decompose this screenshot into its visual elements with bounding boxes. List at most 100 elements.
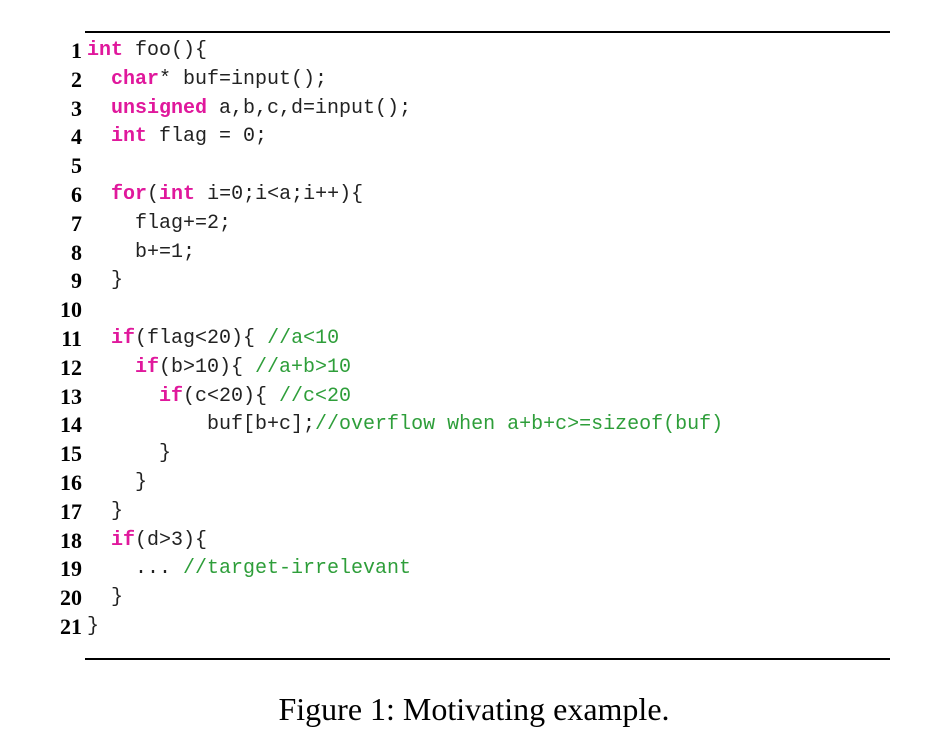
- line-number: 19: [60, 556, 82, 582]
- code-line: 20 }: [0, 584, 948, 613]
- code-token: [87, 356, 135, 379]
- code-token: [87, 529, 111, 552]
- figure-caption: Figure 1: Motivating example.: [278, 691, 670, 727]
- code-text: }: [87, 500, 123, 524]
- line-number: 8: [71, 239, 82, 265]
- code-line: 5: [0, 152, 948, 181]
- code-text: for(int i=0;i<a;i++){: [87, 183, 363, 207]
- code-keyword: if: [135, 355, 160, 379]
- code-token: (flag<20){: [135, 327, 268, 350]
- code-line: 4 int flag = 0;: [0, 123, 948, 152]
- code-keyword: char: [111, 67, 160, 91]
- top-rule: [85, 31, 890, 33]
- code-token: i=0;i<a;i++){: [195, 183, 364, 206]
- code-token: (d>3){: [135, 528, 208, 552]
- code-text: }: [87, 586, 123, 610]
- line-number: 11: [61, 326, 82, 351]
- code-text: }: [87, 269, 123, 293]
- code-line: 19 ... //target-irrelevant: [0, 555, 948, 584]
- line-number: 6: [71, 182, 82, 207]
- code-line: 18 if(d>3){: [0, 527, 948, 556]
- code-text: if(flag<20){ //a<10: [87, 327, 339, 351]
- line-number: 7: [71, 210, 82, 236]
- code-line: 17 }: [0, 498, 948, 527]
- code-line: 9 }: [0, 267, 948, 296]
- code-token: [87, 327, 111, 350]
- code-keyword: int: [87, 39, 124, 62]
- line-number: 3: [71, 95, 82, 121]
- code-text: }: [87, 615, 99, 639]
- line-number: 2: [71, 66, 82, 92]
- code-token: a,b,c,d=input();: [207, 96, 412, 120]
- code-line: 13 if(c<20){ //c<20: [0, 383, 948, 412]
- code-line: 15 }: [0, 440, 948, 469]
- code-line: 8 b+=1;: [0, 239, 948, 268]
- code-text: if(d>3){: [87, 529, 207, 553]
- code-keyword: if: [111, 327, 136, 350]
- code-token: (: [147, 183, 160, 206]
- code-comment: //a<10: [267, 327, 340, 350]
- line-number: 1: [71, 38, 82, 63]
- line-number: 4: [71, 124, 82, 150]
- line-number: 16: [60, 470, 82, 495]
- code-line: 6 for(int i=0;i<a;i++){: [0, 181, 948, 210]
- code-comment: //c<20: [279, 384, 352, 408]
- line-number: 17: [60, 498, 82, 524]
- code-token: [87, 97, 111, 120]
- code-token: b+=1;: [87, 240, 196, 264]
- code-text: }: [87, 471, 147, 495]
- code-line: 10: [0, 296, 948, 325]
- line-number: 5: [71, 153, 82, 179]
- code-line: 14 buf[b+c];//overflow when a+b+c>=sizeo…: [0, 411, 948, 440]
- code-token: [87, 125, 111, 148]
- code-line: 7 flag+=2;: [0, 210, 948, 239]
- line-number: 15: [60, 441, 82, 467]
- line-number: 9: [71, 268, 82, 294]
- code-token: }: [87, 586, 124, 610]
- code-keyword: for: [111, 183, 148, 206]
- code-line: 11 if(flag<20){ //a<10: [0, 325, 948, 354]
- code-token: [87, 183, 111, 206]
- line-number: 10: [60, 297, 82, 323]
- code-token: }: [87, 499, 124, 523]
- code-token: * buf=input();: [159, 67, 328, 91]
- code-token: }: [87, 615, 100, 638]
- line-number: 18: [60, 527, 82, 553]
- code-line: 2 char* buf=input();: [0, 66, 948, 95]
- code-text: buf[b+c];//overflow when a+b+c>=sizeof(b…: [87, 413, 723, 437]
- code-keyword: if: [111, 528, 136, 552]
- code-comment: //target-irrelevant: [183, 557, 412, 581]
- code-keyword: if: [159, 384, 184, 408]
- line-number: 13: [60, 383, 82, 409]
- code-token: }: [87, 471, 148, 494]
- code-token: ...: [87, 557, 184, 581]
- code-keyword: int: [111, 125, 148, 149]
- line-number: 12: [60, 354, 82, 380]
- code-text: }: [87, 442, 171, 466]
- code-text: if(c<20){ //c<20: [87, 385, 351, 409]
- code-text: int foo(){: [87, 39, 207, 63]
- code-token: flag = 0;: [147, 125, 268, 149]
- code-token: flag+=2;: [87, 211, 232, 235]
- code-text: b+=1;: [87, 241, 195, 265]
- code-line: 16 }: [0, 469, 948, 498]
- code-line: 12 if(b>10){ //a+b>10: [0, 354, 948, 383]
- line-number: 21: [60, 614, 82, 639]
- code-comment: //a+b>10: [255, 355, 352, 379]
- code-text: unsigned a,b,c,d=input();: [87, 97, 411, 121]
- code-text: char* buf=input();: [87, 68, 327, 92]
- code-token: foo(){: [123, 39, 208, 62]
- line-number: 20: [60, 585, 82, 611]
- code-line: 3 unsigned a,b,c,d=input();: [0, 95, 948, 124]
- code-comment: //overflow when a+b+c>=sizeof(buf): [315, 413, 724, 437]
- bottom-rule: [85, 658, 890, 660]
- code-text: int flag = 0;: [87, 125, 267, 149]
- code-token: }: [87, 442, 172, 466]
- code-token: (c<20){: [183, 384, 280, 408]
- code-token: buf[b+c];: [87, 413, 316, 437]
- line-number: 14: [60, 412, 82, 438]
- code-token: }: [87, 269, 124, 293]
- code-text: ... //target-irrelevant: [87, 557, 411, 581]
- code-keyword: unsigned: [111, 96, 208, 120]
